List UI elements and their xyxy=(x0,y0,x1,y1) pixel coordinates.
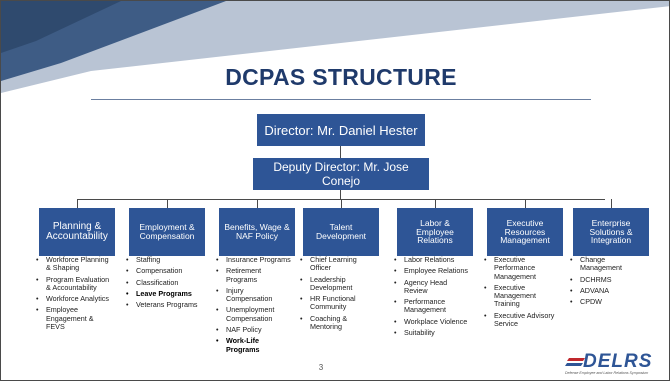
function-item: CPDW xyxy=(567,297,645,306)
function-item: Change Management xyxy=(567,255,645,273)
function-item: Labor Relations xyxy=(391,255,469,264)
function-item: Employee Relations xyxy=(391,266,469,275)
banner-dark-corner xyxy=(1,1,121,53)
deputy-director-box: Deputy Director: Mr. Jose Conejo xyxy=(253,158,429,190)
function-item: Leadership Development xyxy=(297,275,375,293)
division-title-line: Management xyxy=(500,235,550,246)
function-item: Work-Life Programs xyxy=(213,337,291,354)
function-item: ADVANA xyxy=(567,286,645,295)
function-item: Executive Performance Management xyxy=(481,255,559,281)
function-item: Chief Learning Officer xyxy=(297,255,375,273)
function-item: Agency Head Review xyxy=(391,278,469,296)
division-title-line: Talent xyxy=(329,222,353,233)
division-connector xyxy=(167,199,168,208)
division-title-line: Employment & xyxy=(139,222,195,233)
function-item: Workplace Violence xyxy=(391,317,469,326)
division-connector xyxy=(525,199,526,208)
division-title-line: Solutions & xyxy=(589,226,633,237)
logo-text: DELRS xyxy=(583,351,653,372)
function-item: Insurance Programs xyxy=(213,255,291,264)
division-function-list: Labor RelationsEmployee RelationsAgency … xyxy=(391,255,469,340)
banner-light-band xyxy=(1,1,669,93)
deputy-down-connector xyxy=(340,190,341,199)
function-item: Injury Compensation xyxy=(213,286,291,304)
logo-stripes-icon xyxy=(565,358,585,366)
function-item: Classification xyxy=(123,278,201,287)
division-title-line: Executive xyxy=(506,217,544,228)
division-title-line: Integration xyxy=(590,235,632,246)
division-title-line: Development xyxy=(315,231,367,241)
function-item: DCHRMS xyxy=(567,275,645,284)
division-function-list: Change ManagementDCHRMS ADVANA CPDW xyxy=(567,255,645,309)
division-connector xyxy=(77,199,78,208)
function-item: NAF Policy xyxy=(213,325,291,334)
division-title-line: Enterprise xyxy=(591,217,631,228)
division-title-line: Resources xyxy=(504,226,546,237)
function-item: Executive Management Training xyxy=(481,283,559,309)
division-connector xyxy=(611,199,612,208)
division-title-line: NAF Policy xyxy=(235,231,279,241)
division-title-line: Employee xyxy=(416,226,454,237)
function-item: Workforce Planning & Shaping xyxy=(33,255,111,273)
function-item: Unemployment Compensation xyxy=(213,306,291,323)
title-divider xyxy=(91,99,591,100)
function-item: Employee Engagement & FEVS xyxy=(33,306,111,331)
delrs-logo: DELRS Defense Employee and Labor Relatio… xyxy=(561,351,665,379)
function-item: Retirement Programs xyxy=(213,267,291,284)
division-title-line: Relations xyxy=(417,235,453,246)
division-function-list: Workforce Planning & ShapingProgram Eval… xyxy=(33,255,111,334)
function-item: Staffing xyxy=(123,255,201,264)
function-item: Performance Management xyxy=(391,298,469,315)
division-title-line: Compensation xyxy=(139,231,195,241)
division-connector xyxy=(341,199,342,208)
division-title-line: Benefits, Wage & xyxy=(224,222,290,233)
header-banner xyxy=(1,1,669,93)
division-title-line: Labor & xyxy=(420,217,450,228)
function-item: Program Evaluation & Accountability xyxy=(33,275,111,293)
division-title-line: Planning & xyxy=(52,220,102,232)
logo-subtitle: Defense Employee and Labor Relations Sym… xyxy=(565,371,649,375)
director-box: Director: Mr. Daniel Hester xyxy=(257,114,425,146)
division-box: Employment &Compensation xyxy=(129,208,205,256)
division-function-list: Chief Learning OfficerLeadership Develop… xyxy=(297,255,375,334)
division-function-list: StaffingCompensationClassificationLeave … xyxy=(123,255,201,312)
division-function-list: Insurance ProgramsRetirement ProgramsInj… xyxy=(213,255,291,357)
division-box: Benefits, Wage &NAF Policy xyxy=(219,208,295,256)
function-item: Executive Advisory Service xyxy=(481,311,559,329)
function-item: Workforce Analytics xyxy=(33,294,111,303)
division-title-line: Accountability xyxy=(46,231,108,242)
director-to-deputy-connector xyxy=(340,146,341,158)
division-function-list: Executive Performance ManagementExecutiv… xyxy=(481,255,559,331)
function-item: Coaching & Mentoring xyxy=(297,314,375,332)
function-item: HR Functional Community xyxy=(297,295,375,312)
function-item: Compensation xyxy=(123,266,201,275)
function-item: Leave Programs xyxy=(123,289,201,298)
function-item: Veterans Programs xyxy=(123,300,201,309)
division-connector xyxy=(257,199,258,208)
slide-title: DCPAS STRUCTURE xyxy=(225,64,457,90)
function-item: Suitability xyxy=(391,328,469,337)
page-number: 3 xyxy=(318,363,324,372)
division-box: Planning &Accountability xyxy=(39,208,115,256)
division-connector xyxy=(435,199,436,208)
